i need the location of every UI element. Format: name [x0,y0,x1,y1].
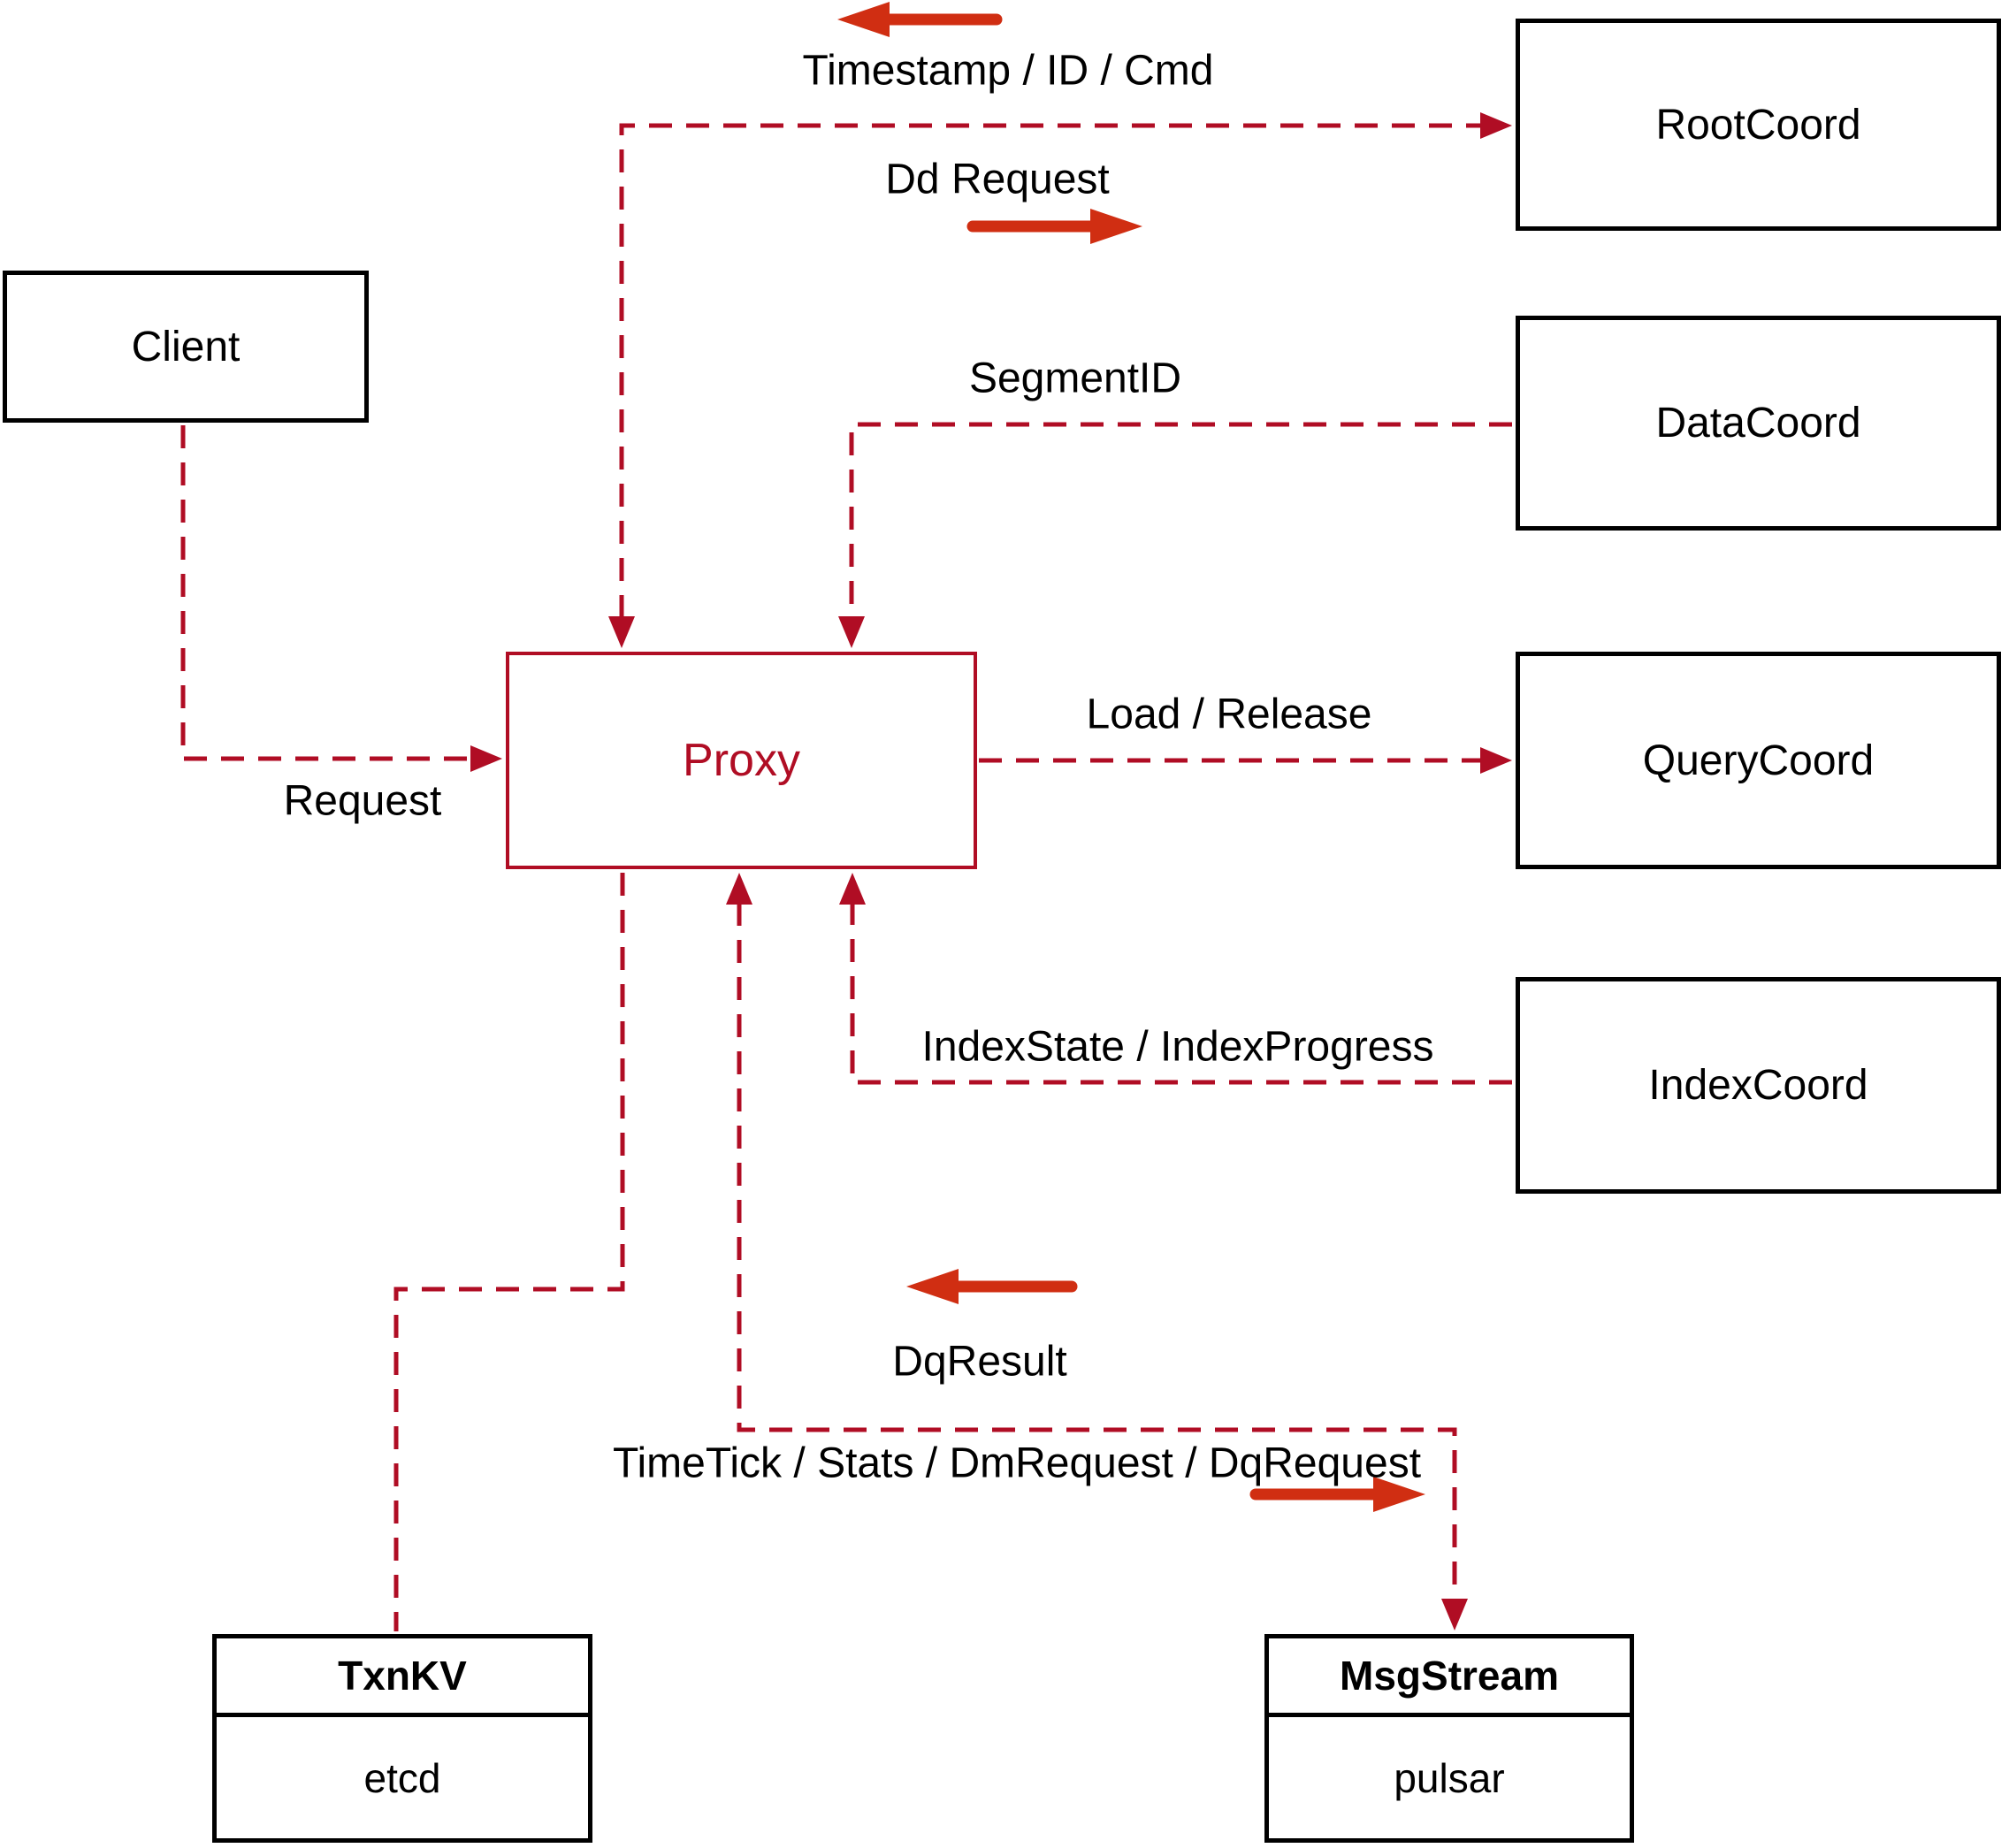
dd-request-right-arrow-icon [966,209,1142,244]
arrowhead-into-msgstream-icon [1441,1599,1468,1630]
edge-client-to-proxy [180,425,472,761]
edge-label-dd-request: Dd Request [885,156,1110,203]
arrowhead-into-proxy-top-right-icon [838,616,865,648]
node-txnkv-subtitle: etcd [363,1754,441,1801]
node-txnkv-title: TxnKV [217,1638,588,1717]
node-datacoord-label: DataCoord [1655,400,1861,447]
timetick-right-arrow-icon [1249,1477,1425,1512]
edge-datacoord-to-proxy [849,422,1512,618]
node-querycoord-label: QueryCoord [1642,737,1875,784]
arrowhead-into-proxy-bottom-right-icon [839,873,866,905]
node-proxy-label: Proxy [683,735,800,786]
node-querycoord: QueryCoord [1516,652,2001,869]
arrowhead-into-proxy-left-icon [470,745,502,772]
node-indexcoord-label: IndexCoord [1648,1062,1868,1109]
node-datacoord: DataCoord [1516,316,2001,531]
node-msgstream-subtitle: pulsar [1394,1754,1505,1801]
edge-label-request: Request [283,777,442,825]
node-rootcoord: RootCoord [1516,19,2001,231]
edge-proxy-txnkv [393,873,625,1631]
dd-request-right-arrow-head [1090,209,1142,244]
node-client-label: Client [131,323,241,370]
arrowhead-into-rootcoord-icon [1480,112,1512,139]
timestamp-left-arrow-head [837,2,890,37]
node-msgstream-title: MsgStream [1269,1638,1630,1717]
node-client: Client [3,271,369,423]
timetick-right-arrow-head [1373,1477,1425,1512]
edge-label-load-release: Load / Release [1086,691,1372,738]
node-rootcoord-label: RootCoord [1655,101,1861,149]
edge-label-segment-id: SegmentID [968,355,1182,402]
node-indexcoord: IndexCoord [1516,977,2001,1194]
edge-label-index-state-progress: IndexState / IndexProgress [921,1023,1434,1071]
node-txnkv: TxnKV etcd [212,1634,592,1843]
edge-proxy-msgstream [737,903,1457,1600]
arrowhead-into-querycoord-icon [1480,747,1512,774]
node-proxy: Proxy [506,652,977,869]
arrowhead-into-proxy-bottom-mid-icon [726,873,752,905]
timestamp-left-arrow-icon [837,2,1003,37]
arrowhead-into-proxy-top-left-icon [608,616,635,648]
dqresult-left-arrow-icon [906,1269,1078,1304]
edge-label-time-tick-stats: TimeTick / Stats / DmRequest / DqRequest [612,1439,1422,1487]
dqresult-left-arrow-head [906,1269,959,1304]
edge-label-dq-result: DqResult [892,1338,1067,1386]
edge-proxy-rootcoord [619,123,1482,618]
edge-label-timestamp-id-cmd: Timestamp / ID / Cmd [802,47,1214,95]
node-msgstream: MsgStream pulsar [1264,1634,1634,1843]
